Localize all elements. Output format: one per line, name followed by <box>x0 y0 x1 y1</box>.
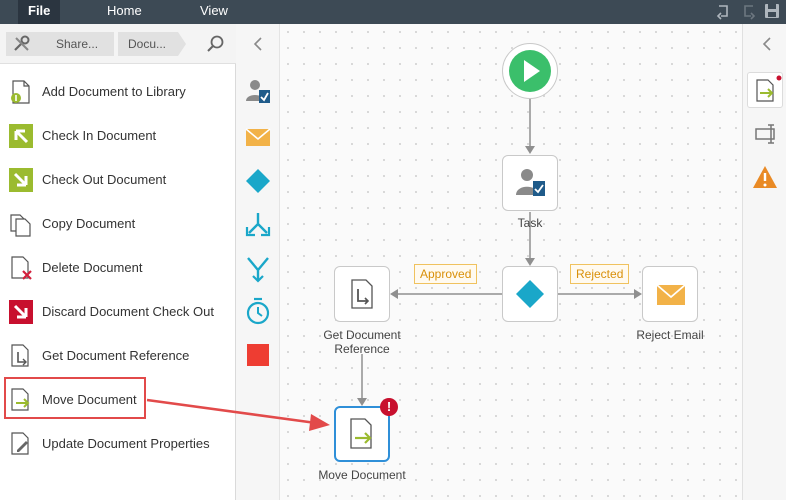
tool-delete-document[interactable]: Delete Document <box>0 246 236 290</box>
tool-label: Check In Document <box>42 128 157 143</box>
timer-shape-icon[interactable] <box>243 296 273 326</box>
tool-discard-checkout[interactable]: Discard Document Check Out <box>0 290 236 334</box>
tool-copy-document[interactable]: Copy Document <box>0 202 236 246</box>
get-reference-node[interactable] <box>334 266 390 322</box>
move-document-icon <box>350 418 372 449</box>
task-shape-icon[interactable] <box>243 76 273 106</box>
menu-home[interactable]: Home <box>107 3 142 18</box>
add-document-icon <box>8 79 34 105</box>
start-icon <box>509 50 551 92</box>
tool-label: Move Document <box>42 392 137 407</box>
menu-file[interactable]: File <box>18 0 61 24</box>
tool-check-out[interactable]: Check Out Document <box>0 158 236 202</box>
task-icon <box>516 169 545 196</box>
reject-email-node[interactable] <box>642 266 698 322</box>
move-document-node[interactable] <box>334 406 390 462</box>
quick-actions <box>716 2 780 20</box>
save-icon[interactable] <box>764 2 780 20</box>
check-out-icon <box>8 167 34 193</box>
toolbox-panel: Share... Docu... Add Document to Library… <box>0 24 236 500</box>
breadcrumb-item-document[interactable]: Docu... <box>118 32 178 56</box>
branch-rejected-label[interactable]: Rejected <box>570 264 630 284</box>
breadcrumb-item-share[interactable]: Share... <box>44 32 114 56</box>
workflow-connectors <box>357 98 642 406</box>
redo-icon[interactable] <box>740 2 756 20</box>
tool-label: Add Document to Library <box>42 84 186 99</box>
tool-label: Check Out Document <box>42 172 167 187</box>
workflow-canvas[interactable]: Task Approved Rejected Get Document Refe… <box>280 24 742 500</box>
task-node[interactable] <box>502 155 558 211</box>
error-badge[interactable]: ! <box>380 398 398 416</box>
branch-approved-label[interactable]: Approved <box>414 264 478 284</box>
tool-label: Copy Document <box>42 216 136 231</box>
reject-email-label: Reject Email <box>636 328 704 342</box>
tool-label: Discard Document Check Out <box>42 304 214 319</box>
move-document-highlight <box>4 377 146 419</box>
discard-checkout-icon <box>8 299 34 325</box>
update-properties-icon <box>8 431 34 457</box>
move-document-icon <box>8 387 34 413</box>
end-shape-icon[interactable] <box>243 340 273 370</box>
decision-icon <box>516 280 544 308</box>
tools-icon[interactable] <box>6 32 44 56</box>
get-reference-icon <box>8 343 34 369</box>
tool-label: Update Document Properties <box>42 436 210 451</box>
warning-icon[interactable] <box>747 160 783 196</box>
get-reference-label: Get Document Reference <box>323 328 401 356</box>
tool-move-document[interactable]: Move Document <box>0 378 236 422</box>
tool-update-properties[interactable]: Update Document Properties <box>0 422 236 466</box>
split-shape-icon[interactable] <box>243 210 273 240</box>
menu-bar: File Home View <box>0 0 786 24</box>
properties-icon[interactable] <box>747 72 783 108</box>
decision-shape-icon[interactable] <box>243 166 273 196</box>
menu-view[interactable]: View <box>200 3 228 18</box>
email-shape-icon[interactable] <box>243 122 273 152</box>
tool-check-in[interactable]: Check In Document <box>0 114 236 158</box>
copy-document-icon <box>8 211 34 237</box>
tool-label: Get Document Reference <box>42 348 190 363</box>
task-label: Task <box>517 216 543 230</box>
tool-get-reference[interactable]: Get Document Reference <box>0 334 236 378</box>
search-icon[interactable] <box>206 34 226 54</box>
tool-add-document[interactable]: Add Document to Library <box>0 70 236 114</box>
merge-shape-icon[interactable] <box>243 254 273 284</box>
tool-label: Delete Document <box>42 260 143 275</box>
undo-icon[interactable] <box>716 2 732 20</box>
email-icon <box>656 284 686 305</box>
start-node[interactable] <box>502 43 558 99</box>
format-icon[interactable] <box>747 116 783 152</box>
decision-node[interactable] <box>502 266 558 322</box>
check-in-icon <box>8 123 34 149</box>
get-reference-icon <box>351 279 373 309</box>
collapse-right-icon[interactable] <box>759 36 775 52</box>
breadcrumb: Share... Docu... <box>0 24 236 64</box>
properties-panel <box>742 24 786 500</box>
move-document-label: Move Document <box>318 468 406 482</box>
collapse-left-icon[interactable] <box>250 36 266 52</box>
shape-palette <box>236 24 280 500</box>
delete-document-icon <box>8 255 34 281</box>
toolbox-list: Add Document to Library Check In Documen… <box>0 70 236 466</box>
